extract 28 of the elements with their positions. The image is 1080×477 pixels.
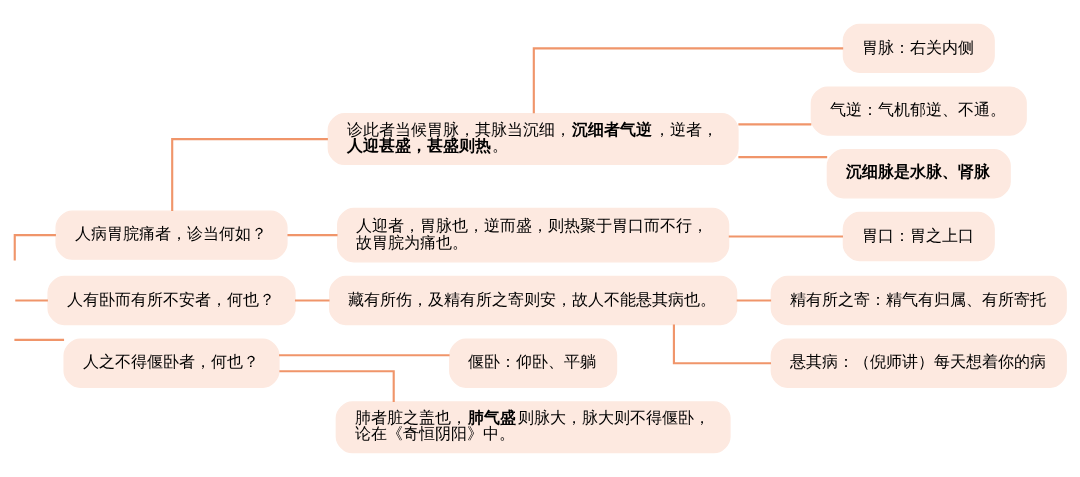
connector <box>294 299 330 302</box>
node-box: 肺者脏之盖也，肺气盛则脉大，脉大则不得偃卧，论在《奇恒阴阳》中。 <box>335 401 731 454</box>
connector <box>738 156 828 159</box>
connector <box>279 354 450 357</box>
connector <box>279 370 395 402</box>
connector <box>738 123 812 126</box>
node-box: 悬其病：（倪师讲）每天想着你的病 <box>770 338 1067 388</box>
node-box: 藏有所伤，及精有所之寄则安，故人不能悬其病也。 <box>329 275 738 326</box>
node-box: 偃卧：仰卧、平躺 <box>449 338 618 388</box>
node-box: 人有卧而有所不安者，何也？ <box>47 275 296 326</box>
node-box: 胃口：胃之上口 <box>842 211 995 262</box>
node-box: 气逆：气机郁逆、不通。 <box>810 86 1027 136</box>
node-box: 沉细脉是水脉、肾脉 <box>826 149 1011 199</box>
node-box: 人病胃脘痛者，诊当何如？ <box>55 210 288 260</box>
node-box: 诊此者当候胃脉，其脉当沉细，沉细者气逆，逆者，人迎甚盛，甚盛则热。 <box>327 113 739 166</box>
node-box: 胃脉：右关内侧 <box>842 23 995 74</box>
connector <box>13 234 56 261</box>
connector <box>728 235 843 238</box>
connector <box>532 47 844 114</box>
node-box: 精有所之寄：精气有归属、有所寄托 <box>770 275 1067 326</box>
connector <box>171 138 328 211</box>
connector <box>672 324 772 365</box>
connector <box>287 234 338 237</box>
node-box: 人之不得偃卧者，何也？ <box>63 338 280 388</box>
connector <box>736 299 772 302</box>
connector <box>14 338 65 341</box>
connector <box>15 299 48 302</box>
node-box: 人迎者，胃脉也，逆而盛，则热聚于胃口而不行，故胃脘为痛也。 <box>337 207 730 263</box>
